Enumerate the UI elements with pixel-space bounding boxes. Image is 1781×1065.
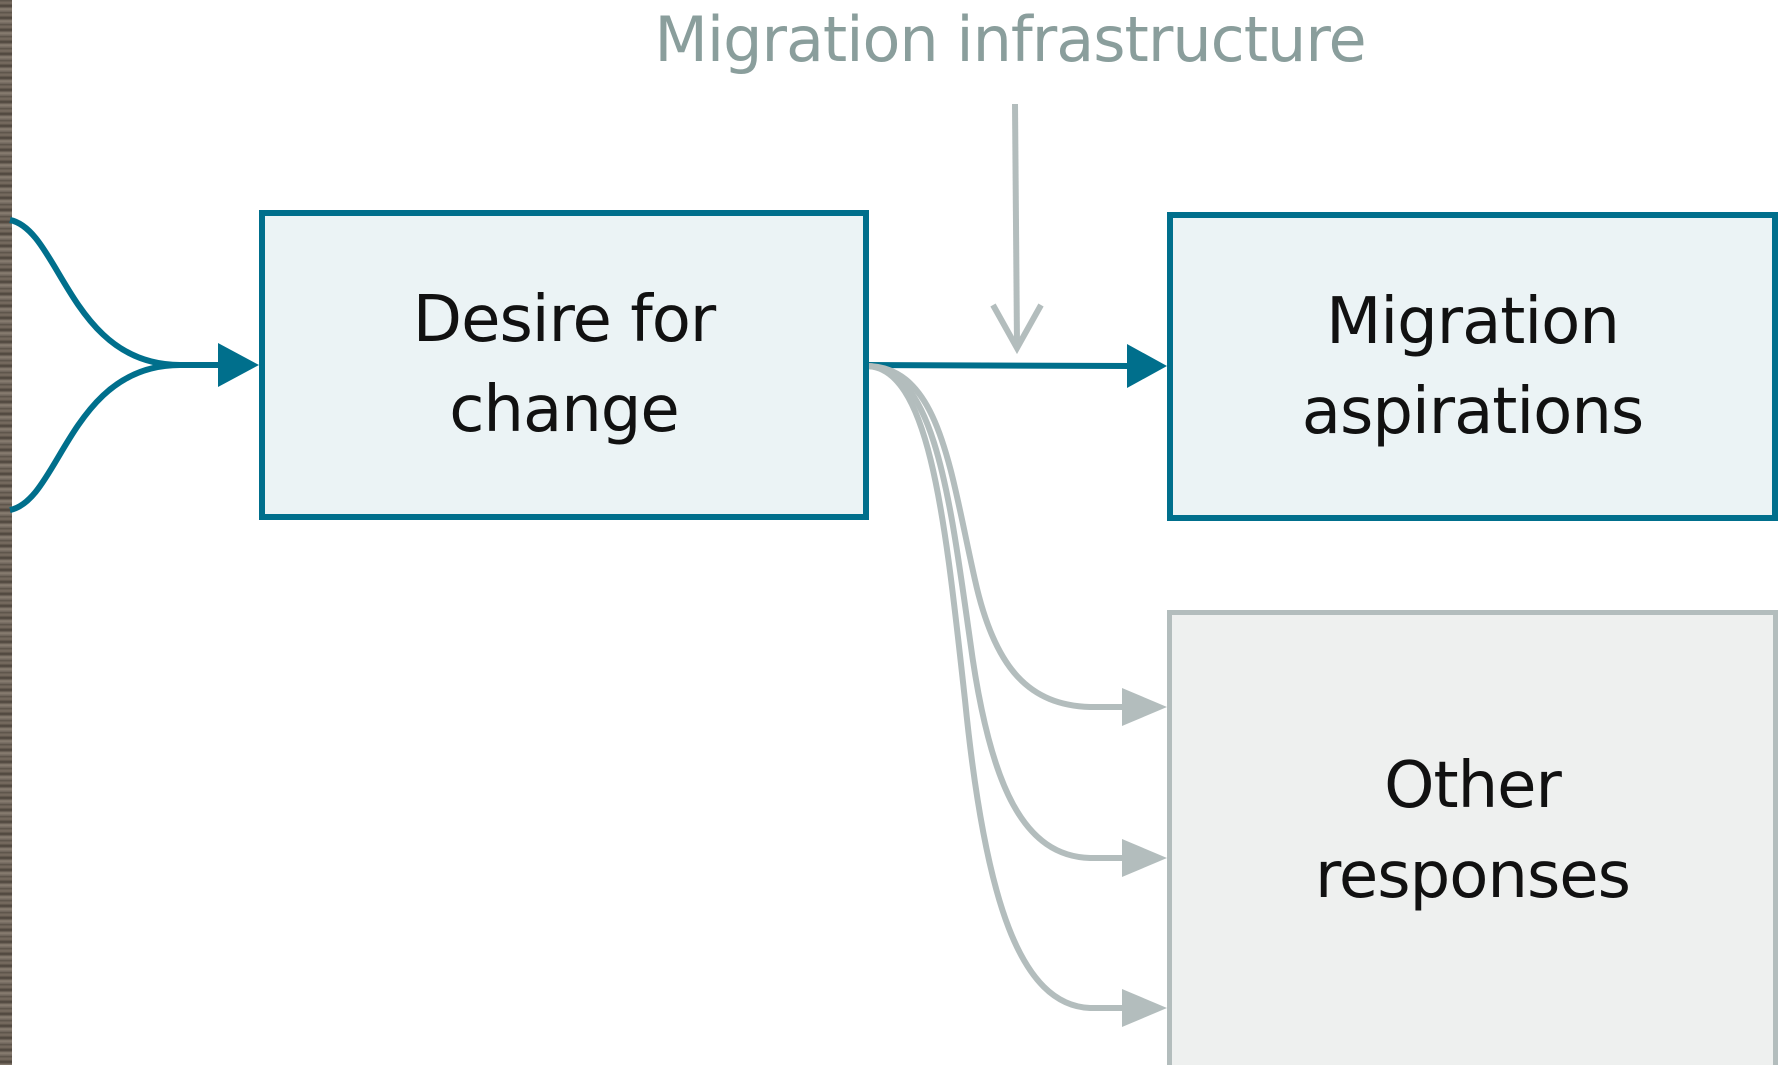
incoming-curve-top: [9, 217, 220, 368]
aspirations-node-line2: aspirations: [1301, 374, 1644, 449]
arrowhead-other-top: [1122, 688, 1167, 726]
incoming-curve-bottom: [9, 362, 181, 513]
desire-for-change-node: Desire for change: [259, 210, 869, 520]
desire-node-line1: Desire for: [412, 283, 716, 357]
desire-node-line2: change: [449, 373, 680, 447]
arrowhead-other-middle: [1122, 839, 1167, 877]
background-photo-edge: [0, 0, 12, 1065]
other-node-line2: responses: [1314, 838, 1631, 913]
infrastructure-arrowhead: [990, 303, 1044, 355]
migration-aspirations-node: Migration aspirations: [1167, 212, 1778, 521]
infrastructure-arrow-line: [1012, 103, 1020, 346]
aspirations-node-line1: Migration: [1326, 284, 1620, 359]
arrowhead-into-aspirations: [1127, 344, 1167, 388]
curve-to-other-top: [865, 363, 1125, 710]
curve-to-other-bottom: [865, 363, 1125, 1011]
migration-infrastructure-label: Migration infrastructure: [654, 3, 1366, 76]
other-node-line1: Other: [1384, 748, 1562, 823]
arrowhead-other-bottom: [1122, 989, 1167, 1027]
curve-to-other-middle: [865, 363, 1125, 861]
arrow-desire-to-aspirations: [865, 362, 1131, 369]
other-responses-node: Other responses: [1167, 610, 1778, 1065]
arrowhead-into-desire: [218, 343, 259, 387]
